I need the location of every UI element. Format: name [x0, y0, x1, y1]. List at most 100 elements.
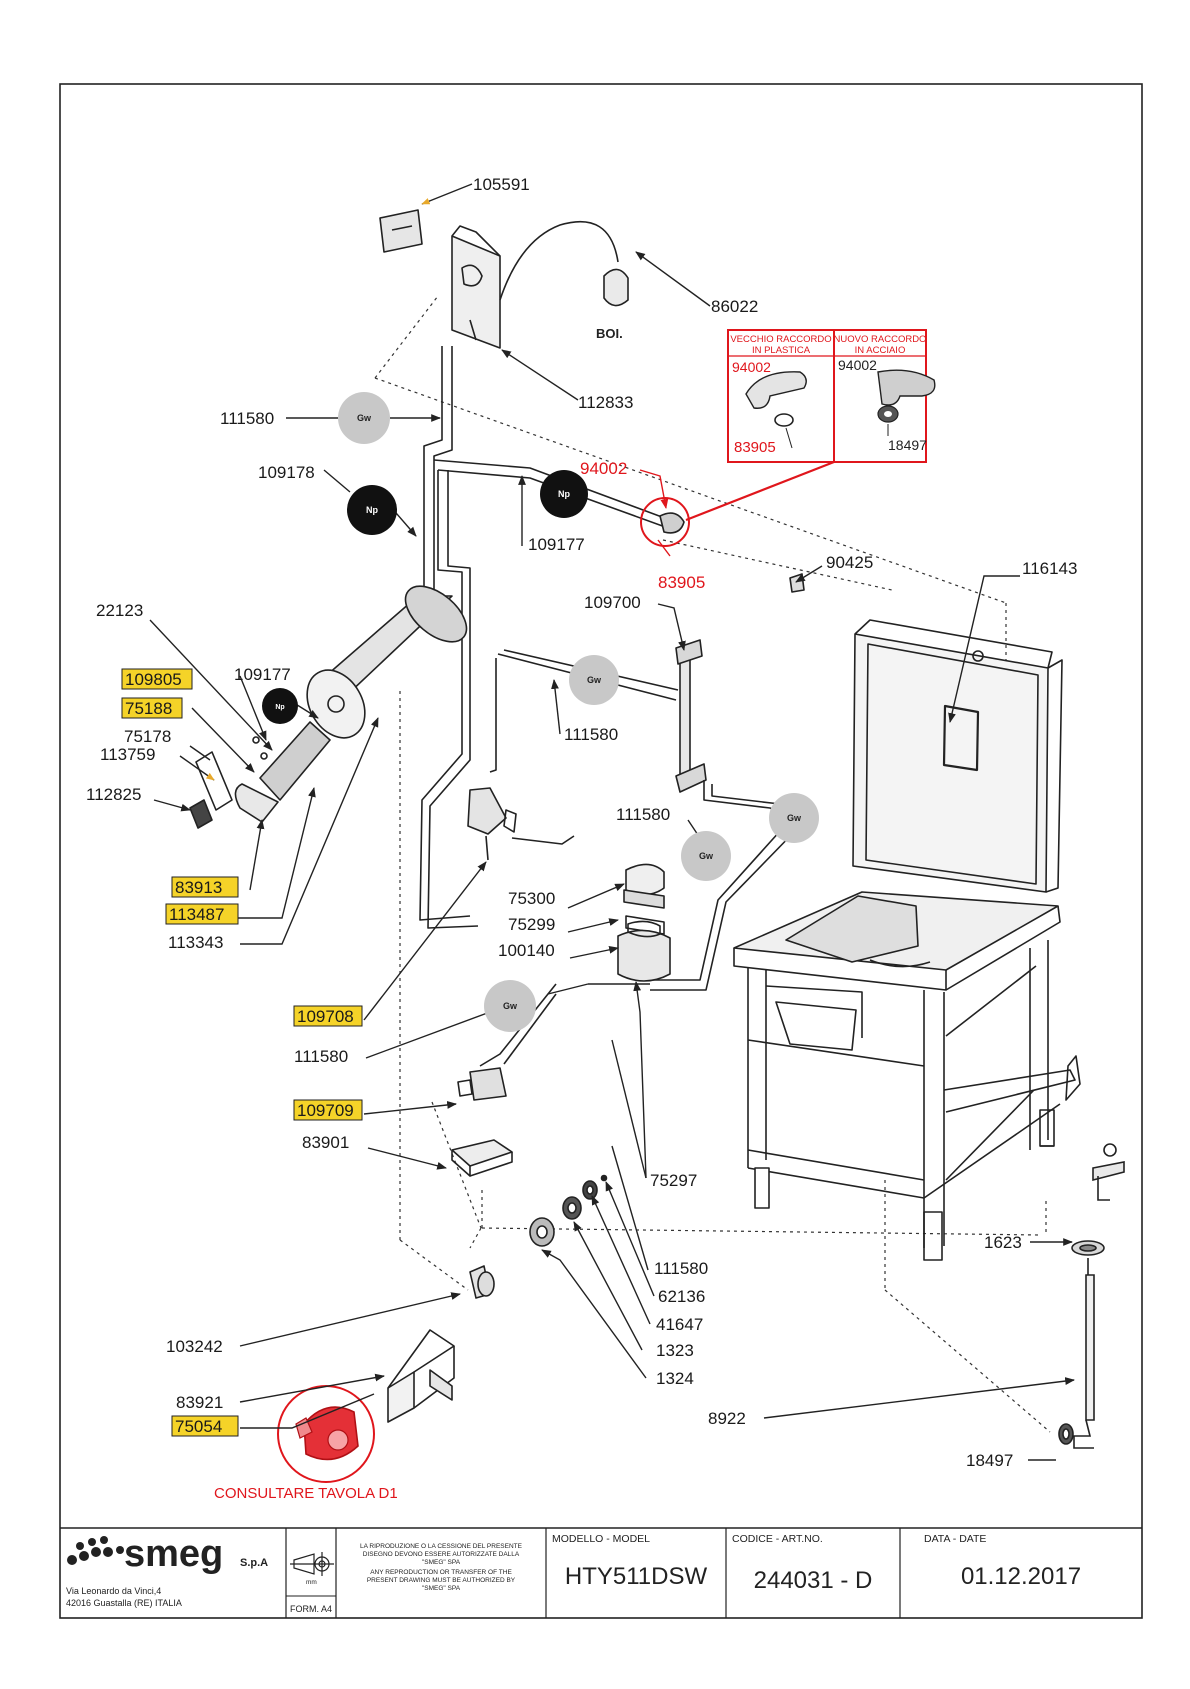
part-label: 112825: [86, 785, 141, 804]
svg-text:Np: Np: [558, 489, 570, 499]
fitting-highlight-circle: [640, 497, 690, 547]
date-value: 01.12.2017: [961, 1563, 1081, 1590]
model-label: MODELLO - MODEL: [552, 1533, 650, 1545]
inset-part-label: 94002: [732, 359, 771, 375]
part-label: 111580: [564, 725, 618, 744]
fitting-comparison-inset: [727, 329, 927, 463]
gw-badge: Gw: [769, 793, 819, 843]
pump-note: CONSULTARE TAVOLA D1: [214, 1485, 398, 1502]
part-label: 75054: [175, 1417, 222, 1436]
svg-text:Np: Np: [275, 704, 284, 711]
leader-lines: [149, 183, 1075, 1461]
legal-notice: LA RIPRODUZIONE O LA CESSIONE DEL PRESEN…: [360, 1543, 523, 1550]
gw-badge: Gw: [569, 655, 619, 705]
revision-highlights: [277, 329, 936, 1483]
part-label: 111580: [294, 1047, 348, 1066]
material-badges: Gw Np Np Gw Np Gw Gw Gw: [262, 392, 819, 1032]
unit-label: mm: [306, 1579, 317, 1586]
inset-part-label: 83905: [734, 439, 776, 456]
part-labels: 105591 86022 112833 111580 109178 94002 …: [86, 175, 1077, 1470]
old-fitting-title: VECCHIO RACCORDO: [730, 334, 831, 345]
gw-badge: Gw: [338, 392, 390, 444]
part-label: 75188: [125, 699, 172, 718]
part-label: 83913: [175, 878, 222, 897]
old-fitting-subtitle: IN PLASTICA: [752, 345, 811, 356]
part-label: 109805: [125, 670, 182, 689]
part-label: 111580: [654, 1259, 708, 1278]
part-label: 18497: [966, 1451, 1013, 1470]
machine-frame: [733, 619, 1081, 1261]
rinse-system-group: [387, 639, 801, 1423]
svg-text:Np: Np: [366, 505, 378, 515]
new-fitting-title: NUOVO RACCORDO: [834, 334, 927, 345]
projection-symbol-icon: [290, 1552, 334, 1576]
brand-suffix: S.p.A: [240, 1557, 268, 1569]
part-label: 109177: [234, 665, 291, 684]
gw-badge: Gw: [681, 831, 731, 881]
part-label: 90425: [826, 553, 873, 572]
part-label: 109700: [584, 593, 641, 612]
part-label: 113759: [100, 745, 155, 764]
part-label: 105591: [473, 175, 530, 194]
address-line: Via Leonardo da Vinci,4: [66, 1586, 161, 1596]
part-label: 83921: [176, 1393, 223, 1412]
pressure-switch-group: [379, 209, 629, 349]
part-label: 113487: [169, 905, 224, 924]
part-label: 75178: [124, 727, 171, 746]
np-badge: Np: [540, 470, 588, 518]
part-label: 62136: [658, 1287, 705, 1306]
legal-notice: "SMEG" SPA: [422, 1559, 461, 1566]
part-label: 103242: [166, 1337, 223, 1356]
drawing-frame: [59, 83, 1143, 1619]
title-block: smeg S.p.A Via Leonardo da Vinci,4 42016…: [60, 1527, 1142, 1618]
part-label: 1323: [656, 1341, 694, 1360]
inset-part-label: 94002: [838, 357, 877, 373]
part-label: 75300: [508, 889, 555, 908]
form-label: FORM. A4: [290, 1604, 332, 1614]
inset-labels: VECCHIO RACCORDO IN PLASTICA NUOVO RACCO…: [730, 334, 927, 456]
new-fitting-subtitle: IN ACCIAIO: [855, 345, 906, 356]
part-label: 86022: [711, 297, 758, 316]
part-label: 112833: [578, 393, 633, 412]
part-label: 94002: [580, 459, 627, 478]
boiler-tag: BOI.: [596, 326, 623, 341]
code-label: CODICE - ART.NO.: [732, 1533, 823, 1545]
part-label: 100140: [498, 941, 555, 960]
part-label: 113343: [168, 933, 223, 952]
svg-text:Gw: Gw: [699, 851, 714, 861]
svg-text:Gw: Gw: [587, 675, 602, 685]
part-label: 83901: [302, 1133, 349, 1152]
gw-badge: Gw: [484, 980, 536, 1032]
boiler-group: [189, 346, 805, 929]
legal-notice: PRESENT DRAWING MUST BE AUTHORIZED BY: [367, 1577, 516, 1584]
part-label: 111580: [220, 409, 274, 428]
np-badge: Np: [262, 688, 298, 724]
part-label: 1623: [984, 1233, 1022, 1252]
part-label: 41647: [656, 1315, 703, 1334]
address-line: 42016 Guastalla (RE) ITALIA: [66, 1598, 182, 1608]
smeg-logo-icon: [67, 1536, 124, 1565]
part-label: 116143: [1022, 559, 1077, 578]
part-label: 83905: [658, 573, 705, 592]
highlight-boxes: [121, 668, 363, 1437]
legal-notice: DISEGNO DEVONO ESSERE AUTORIZZATE DALLA: [363, 1551, 520, 1558]
code-value: 244031 - D: [754, 1567, 873, 1594]
np-badge: Np: [347, 485, 397, 535]
inset-part-label: 18497: [888, 437, 927, 453]
part-label: 109178: [258, 463, 315, 482]
date-label: DATA - DATE: [924, 1533, 986, 1545]
legal-notice: "SMEG" SPA: [422, 1585, 461, 1592]
svg-text:Gw: Gw: [787, 813, 802, 823]
part-label: 1324: [656, 1369, 694, 1388]
part-label: 8922: [708, 1409, 746, 1428]
part-label: 75299: [508, 915, 555, 934]
part-label: 109708: [297, 1007, 354, 1026]
part-label: 22123: [96, 601, 143, 620]
brand-logo: smeg: [124, 1533, 223, 1575]
part-label: 109177: [528, 535, 585, 554]
model-value: HTY511DSW: [565, 1563, 708, 1590]
legal-notice: ANY REPRODUCTION OR TRANSFER OF THE: [370, 1569, 512, 1576]
part-label: 111580: [616, 805, 670, 824]
